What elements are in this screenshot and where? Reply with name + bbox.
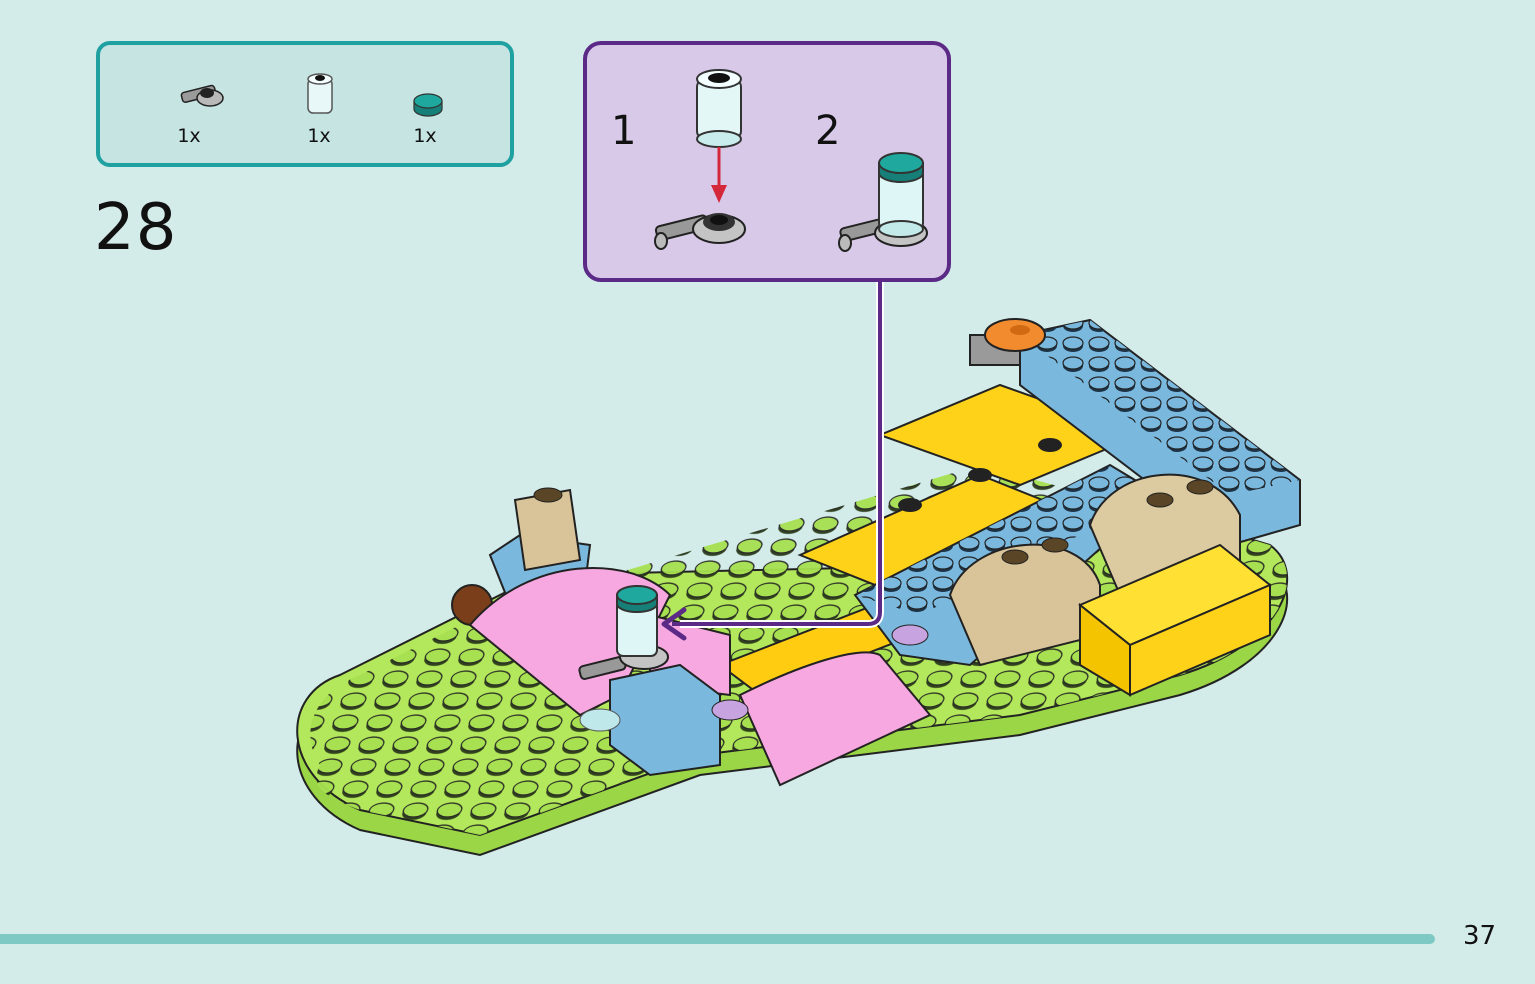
page-number: 37 (1463, 921, 1497, 951)
bar-holder-clip-part-icon (180, 84, 224, 107)
part-item-3: 1x (390, 71, 460, 151)
part-qty: 1x (307, 125, 331, 147)
bar-holder-clip-icon (654, 213, 746, 250)
step-number: 28 (94, 191, 178, 265)
sub-step-label-1: 1 (611, 108, 637, 154)
yellow-sofa (1078, 543, 1272, 697)
part-qty: 1x (177, 125, 201, 147)
transparent-cylinder-icon (696, 69, 742, 148)
sub-step-label-2: 2 (815, 108, 841, 154)
blue-block (609, 663, 721, 777)
sub-step-1-illustration (654, 69, 746, 250)
part-item-1: 1x (154, 71, 224, 151)
new-part-placement (578, 585, 669, 680)
part-qty: 1x (413, 125, 437, 147)
parts-list-box: 1x 1x 1x (96, 41, 514, 167)
orange-round-tile (969, 318, 1046, 366)
flowers (579, 624, 929, 732)
sub-assembly-box: 1 2 (583, 41, 951, 282)
transparent-cylinder-part-icon (307, 73, 333, 114)
teal-round-tile-part-icon (413, 93, 443, 117)
red-arrow-icon (711, 147, 727, 203)
sub-step-2-illustration (838, 152, 928, 252)
bottom-progress-bar (0, 934, 1435, 944)
model-illustration (296, 318, 1301, 857)
assembled-part-icon (838, 152, 928, 252)
callout-arrow-icon (661, 607, 687, 641)
part-item-2: 1x (284, 71, 354, 151)
